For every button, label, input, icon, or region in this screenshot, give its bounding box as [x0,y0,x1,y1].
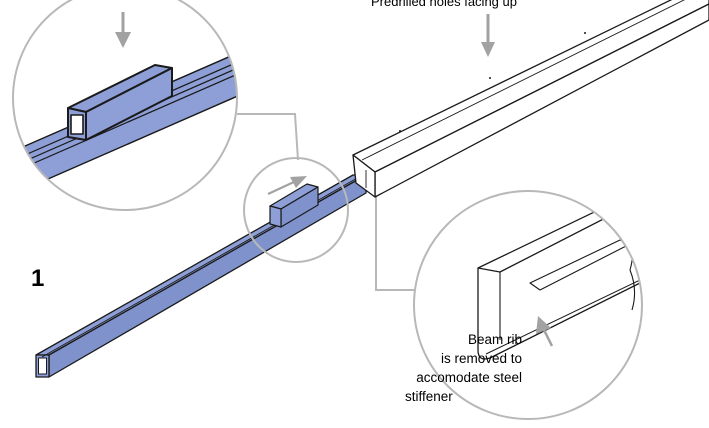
predrilled-holes [399,32,586,132]
beam-rib-note-line2: is removed to [440,351,522,366]
step-number: 1 [31,265,45,292]
down-arrow-icon [481,14,495,57]
beam [352,0,709,198]
detail-view-stiffener [13,0,237,210]
predrilled-holes-label: Predrilled holes facing up [371,0,517,9]
leader-lines [237,113,420,291]
beam-rib-note-line3: accomodate steel [416,370,522,385]
stiffener-block-small [269,183,319,228]
leader-line-left [237,113,299,161]
callout-circle-bottom-right [413,190,643,420]
beam-rib-note: Beam rib is removed to accomodate steel … [322,330,522,406]
callout-circle-middle [243,157,349,263]
down-arrow-icon [115,12,131,48]
leader-line-right [375,172,420,291]
beam-rib-note-line4: stiffener [405,389,453,404]
callout-circle-top-left [12,0,238,211]
beam-rib-note-line1: Beam rib [467,332,522,347]
pointer-arrow-icon [267,176,307,195]
up-arrow-icon [536,316,554,347]
